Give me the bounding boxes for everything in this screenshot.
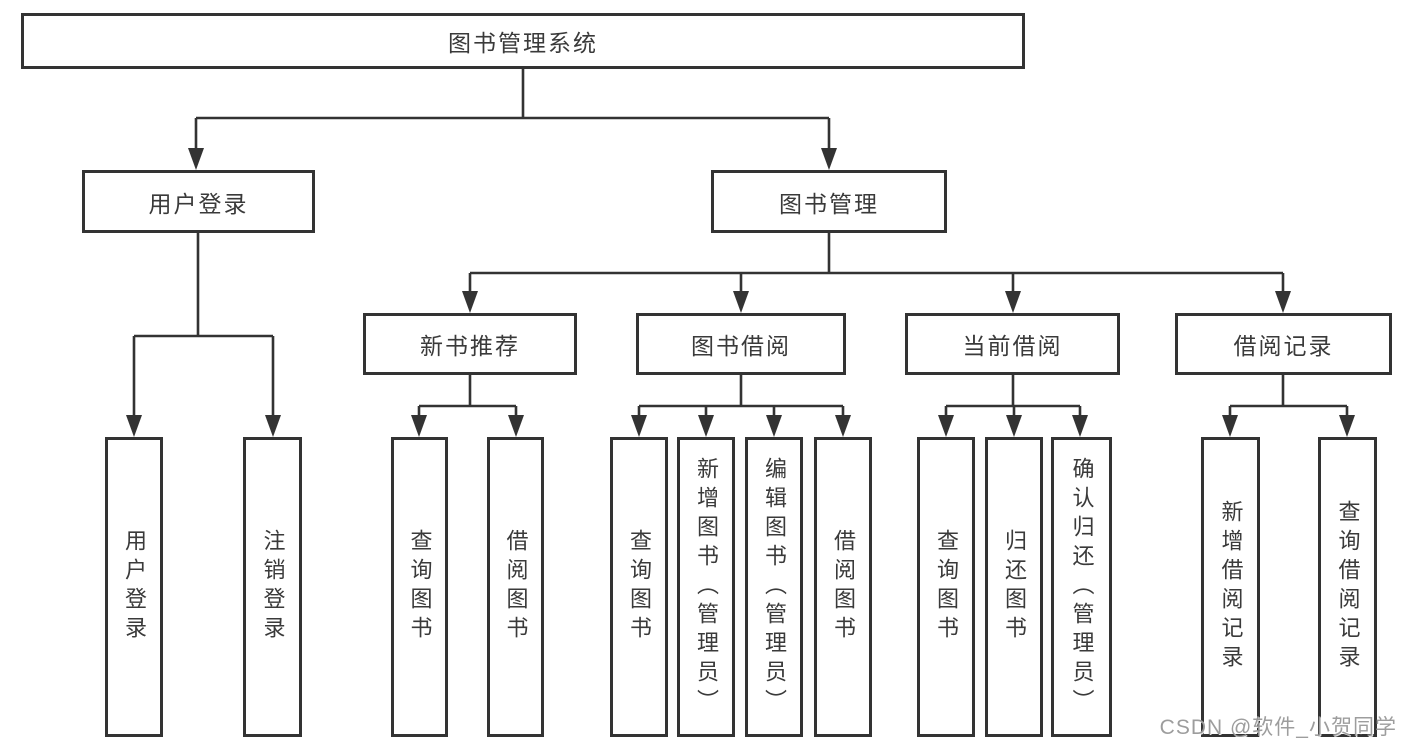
leaf-label: 查询图书 [407,529,433,645]
leaf-label: 归还图书 [1002,529,1027,645]
node-label: 图书借阅 [691,333,791,359]
csdn-watermark: CSDN @软件_小贺同学 [1159,716,1397,739]
node-label: 用户登录 [148,190,249,217]
node-user-login: 用户登录 [82,170,315,233]
leaf-label: 查询借阅记录 [1335,500,1361,674]
node-label: 借阅记录 [1233,333,1334,359]
leaf-label: 借阅图书 [831,529,856,645]
leaf-label: 编辑图书（管理员） [762,456,787,718]
leaf-add-borrow-record: 新增借阅记录 [1201,437,1260,737]
leaf-label: 用户登录 [122,529,147,645]
leaf-return-book: 归还图书 [985,437,1043,737]
leaf-edit-book-admin: 编辑图书（管理员） [745,437,803,737]
leaf-label: 新增图书（管理员） [694,456,719,718]
node-book-management: 图书管理 [711,170,947,233]
leaf-label: 确认归还（管理员） [1069,456,1095,718]
node-new-book-recommend: 新书推荐 [363,313,577,375]
leaf-label: 注销登录 [260,529,286,645]
node-borrow-record: 借阅记录 [1175,313,1392,375]
leaf-query-books-borrow: 查询图书 [610,437,668,737]
leaf-borrow-books: 借阅图书 [814,437,872,737]
leaf-logout: 注销登录 [243,437,302,737]
leaf-confirm-return-admin: 确认归还（管理员） [1051,437,1112,737]
leaf-query-borrow-record: 查询借阅记录 [1318,437,1377,737]
leaf-label: 查询图书 [627,529,652,645]
node-label: 当前借阅 [962,333,1063,359]
leaf-user-login: 用户登录 [105,437,163,737]
leaf-label: 新增借阅记录 [1218,500,1244,674]
leaf-query-books-recommend: 查询图书 [391,437,448,737]
leaf-query-books-current: 查询图书 [917,437,975,737]
node-label: 图书管理 [779,190,879,217]
leaf-label: 借阅图书 [503,529,529,645]
node-label: 图书管理系统 [448,30,598,56]
node-book-borrow: 图书借阅 [636,313,846,375]
leaf-label: 查询图书 [934,529,959,645]
node-library-management-system: 图书管理系统 [21,13,1025,69]
node-label: 新书推荐 [420,333,520,359]
node-current-borrow: 当前借阅 [905,313,1120,375]
leaf-add-book-admin: 新增图书（管理员） [677,437,735,737]
leaf-borrow-books-recommend: 借阅图书 [487,437,544,737]
